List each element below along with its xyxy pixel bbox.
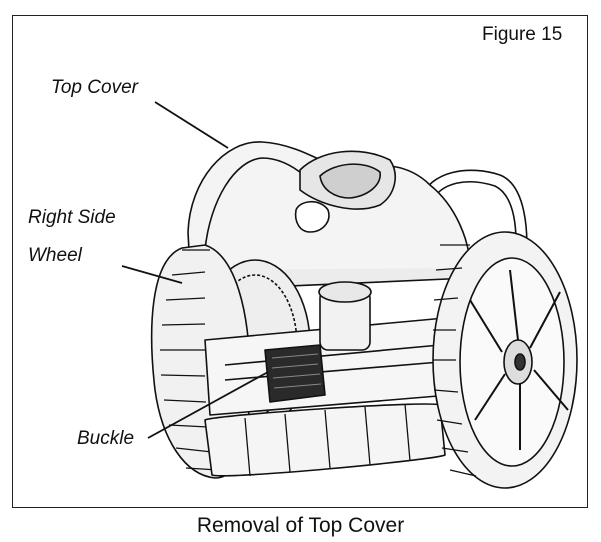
- buckle: [264, 344, 326, 403]
- figure-caption: Removal of Top Cover: [196, 514, 405, 537]
- leader-right-side-wheel: [121, 265, 183, 284]
- figure-label: Figure 15: [482, 24, 563, 45]
- leader-top-cover: [154, 101, 229, 149]
- callout-top-cover: Top Cover: [51, 77, 138, 98]
- callout-buckle: Buckle: [77, 428, 135, 449]
- callout-right-side-wheel-line2: Wheel: [28, 245, 82, 266]
- callout-right-side-wheel-line1: Right Side: [28, 207, 116, 228]
- leader-buckle: [147, 371, 269, 439]
